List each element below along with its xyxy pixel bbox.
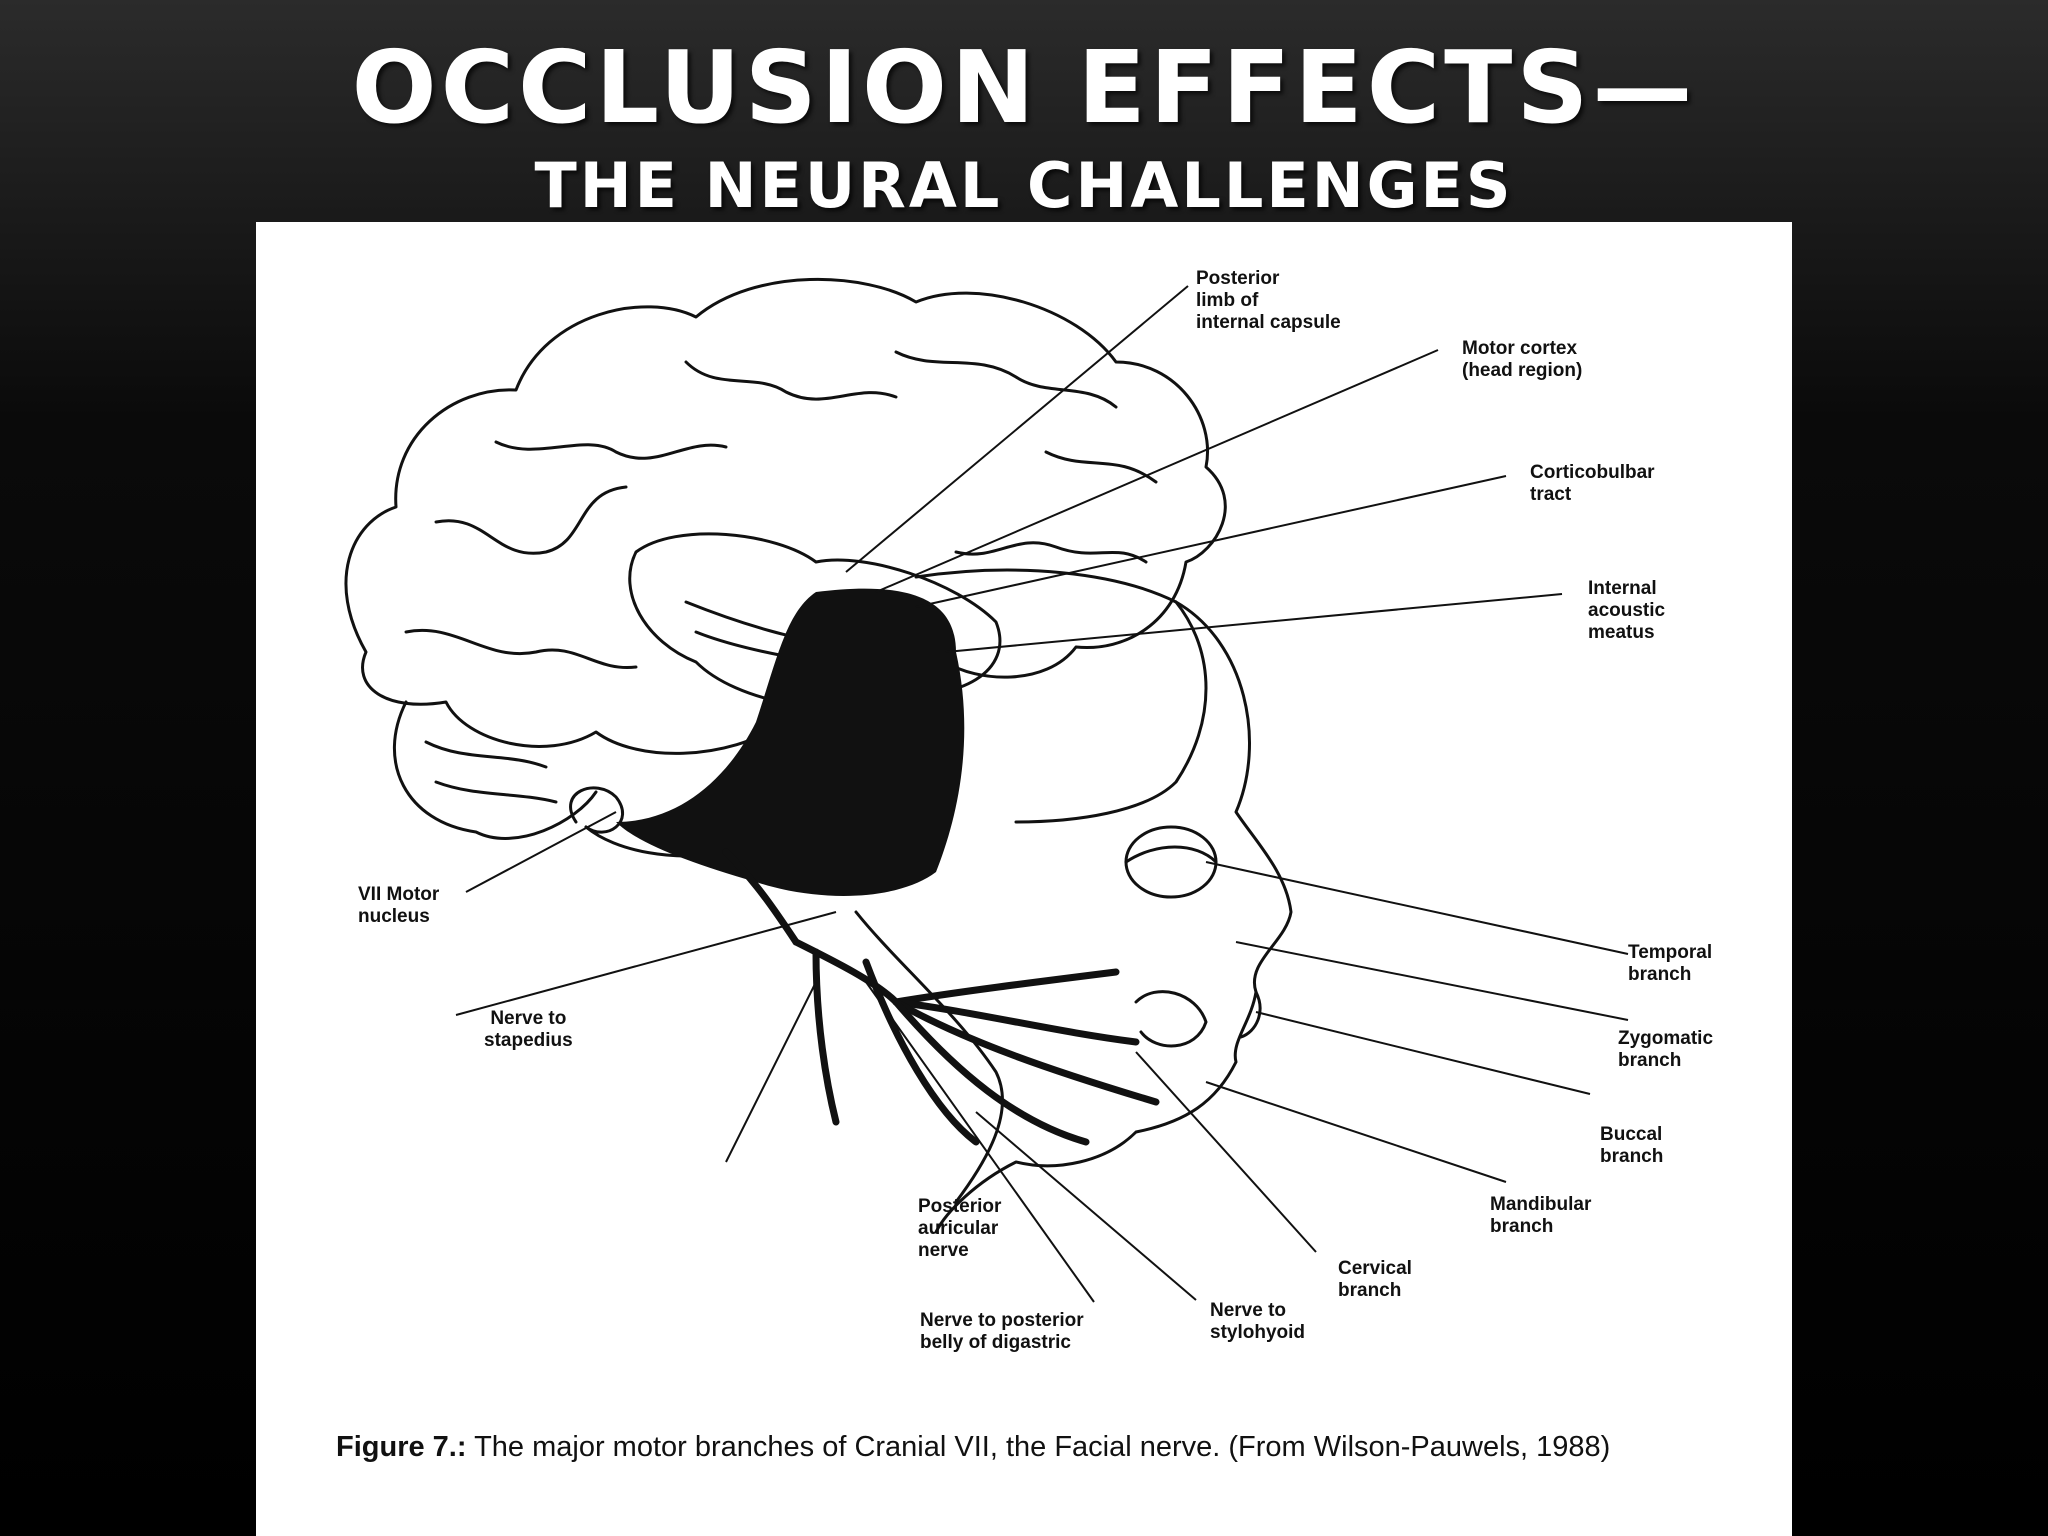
label-temporal-branch: Temporal branch	[1628, 942, 1713, 985]
title-line-2: THE NEURAL CHALLENGES	[534, 149, 1514, 222]
label-nerve-to-posterior-belly-of-digastric: Nerve to posterior belly of digastric	[920, 1310, 1084, 1353]
cerebellum	[392, 700, 598, 840]
brainstem-loop	[569, 786, 624, 834]
label-buccal-branch: Buccal branch	[1600, 1124, 1664, 1167]
label-corticobulbar-tract: Corticobulbar tract	[1530, 462, 1655, 505]
facial-nerve-figure: Posterior limb of internal capsule Motor…	[256, 222, 1792, 1536]
label-internal-acoustic-meatus: Internal acoustic meatus	[1588, 578, 1666, 643]
eye	[1124, 825, 1218, 899]
label-posterior-auricular-nerve: Posterior auricular nerve	[918, 1196, 1002, 1261]
leader-lines	[455, 285, 1629, 1303]
label-nerve-to-stapedius: Nerve to stapedius	[484, 1008, 573, 1051]
skull-base-shading	[616, 588, 965, 896]
temporal-lobe	[628, 532, 1002, 708]
label-nerve-to-stylohyoid: Nerve to stylohyoid	[1210, 1300, 1306, 1343]
brain-outline	[344, 277, 1227, 755]
facial-nerve-branches	[722, 848, 1160, 1146]
facial-nerve-illustration	[344, 277, 1629, 1303]
label-zygomatic-branch: Zygomatic branch	[1618, 1028, 1714, 1071]
label-posterior-limb: Posterior limb of internal capsule	[1196, 268, 1341, 333]
caption-text: The major motor branches of Cranial VII,…	[474, 1431, 1611, 1463]
label-motor-cortex: Motor cortex (head region)	[1462, 338, 1583, 381]
label-cervical-branch: Cervical branch	[1338, 1258, 1412, 1301]
label-vii-motor-nucleus: VII Motor nucleus	[358, 884, 440, 927]
title-line-1: OCCLUSION EFFECTS—	[351, 29, 1697, 146]
figure-caption: Figure 7.: The major motor branches of C…	[336, 1430, 1736, 1464]
label-mandibular-branch: Mandibular branch	[1490, 1194, 1592, 1237]
slide-title: OCCLUSION EFFECTS— THE NEURAL CHALLENGES	[0, 30, 2048, 226]
caption-label: Figure 7.:	[336, 1431, 467, 1463]
